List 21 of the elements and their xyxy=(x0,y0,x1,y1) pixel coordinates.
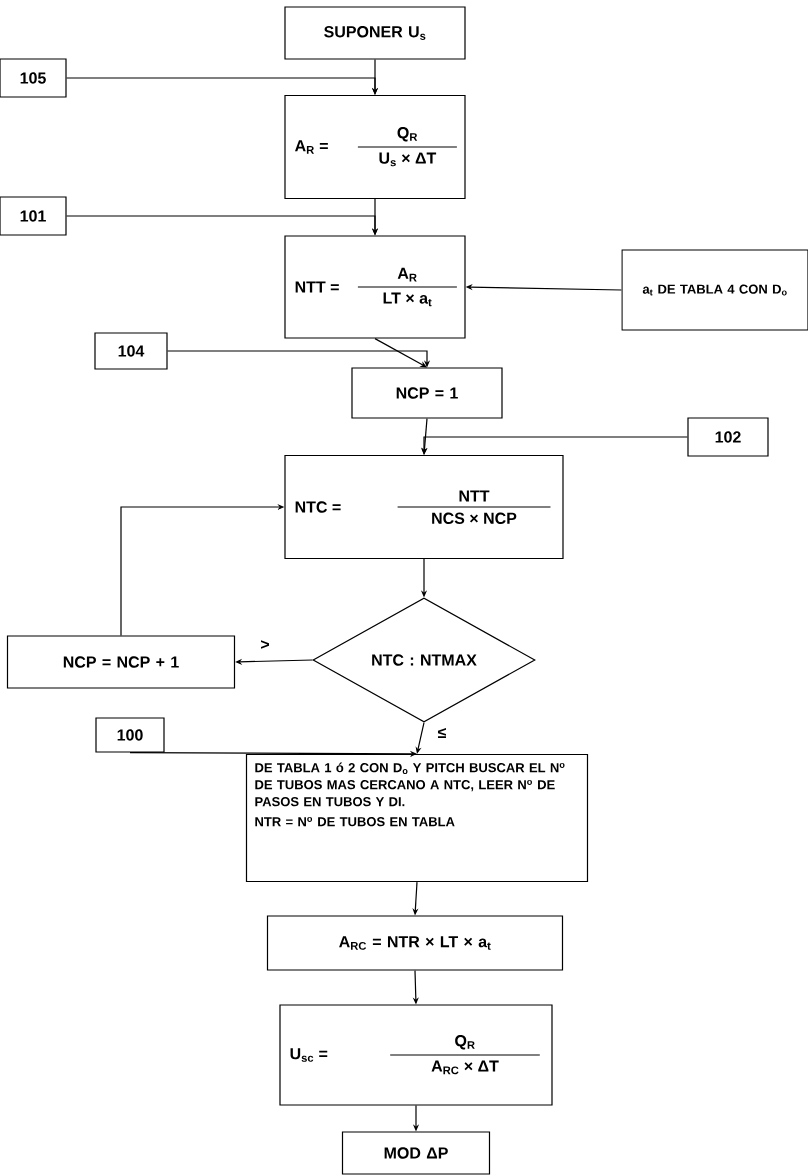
connector-box: 102 xyxy=(687,417,769,457)
process-box: DE TABLA 1 ó 2 CON D$_{o}$ Y PITCH BUSCAR EL N$^{o}$ DE TUBOS MAS CERCANO A NTC, LEER N$^{o}$ DE PASOS EN TUBOS Y DI. NTR = N$^{o}$ DE TUBOS EN TABLA xyxy=(245,753,589,883)
formula-box: A$_{RC}$ = NTR × LT × a$_{t}$ xyxy=(266,915,564,971)
process-box: NCP = NCP + 1 xyxy=(6,635,236,689)
formula-box: NTC = NTT NCS × NCP xyxy=(284,454,564,560)
connector-box: 100 xyxy=(95,717,165,753)
edge-label: > xyxy=(259,639,271,651)
edge-label: ≤ xyxy=(436,726,448,740)
connector-box: 101 xyxy=(0,196,67,236)
arrow xyxy=(415,722,425,754)
process-box: NCP = 1 xyxy=(351,367,503,419)
arrow xyxy=(129,750,417,757)
connector-box: 105 xyxy=(0,58,67,98)
formula-box: U$_{sc}$ = Q$_{R}$ A$_{RC}$ × ΔT xyxy=(279,1004,553,1106)
arrow xyxy=(374,338,427,368)
input-box: a$_{t}$ DE TABLA 4 CON D$_{o}$ xyxy=(621,249,808,331)
connector-box: 104 xyxy=(94,332,168,370)
formula-box: NTT = A$_{R}$ LT × a$_{t}$ xyxy=(284,235,466,339)
process-box: MOD ΔP xyxy=(341,1131,491,1175)
process-box: SUPONER U$_{s}$ xyxy=(284,6,466,60)
formula-box: A$_{R}$ = Q$_{R}$ U$_{s}$ × ΔT xyxy=(284,94,466,200)
